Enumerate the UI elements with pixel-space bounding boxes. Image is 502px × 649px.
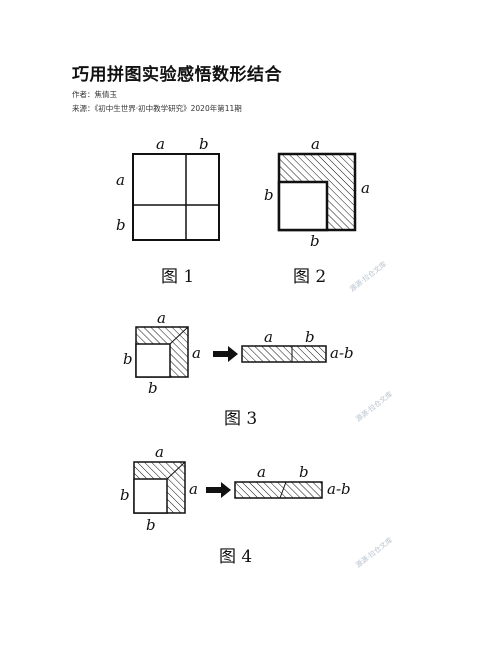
fig4-label-a-top: a <box>155 443 164 461</box>
fig1-caption: 图 1 <box>161 267 194 287</box>
watermark-2: 源源·拉仓文库 <box>354 389 394 423</box>
fig3-arrow-icon <box>213 346 238 362</box>
fig1-label-b-top: b <box>199 135 209 153</box>
figure-2: a a b b 图 2 <box>264 135 370 287</box>
fig4-long-rectangle <box>234 481 323 499</box>
fig4-rect-label-b: b <box>299 463 309 481</box>
fig3-rect-label-a: a <box>264 328 273 346</box>
fig2-label-b-bottom: b <box>310 232 320 250</box>
fig3-caption: 图 3 <box>224 409 257 429</box>
fig3-corner-cut <box>169 326 189 345</box>
watermark-3: 源源·拉仓文库 <box>354 535 394 569</box>
figure-1: a b a b 图 1 <box>116 135 220 287</box>
watermark-1: 源源·拉仓文库 <box>348 259 388 293</box>
fig4-label-a-right: a <box>189 480 198 498</box>
fig3-label-a-top: a <box>157 309 166 327</box>
fig2-label-a-top: a <box>311 135 320 153</box>
fig1-label-b-left: b <box>116 216 126 234</box>
fig4-rect-label-a: a <box>257 463 266 481</box>
fig4-arrow-icon <box>206 482 231 498</box>
fig4-caption: 图 4 <box>219 547 252 567</box>
article-author: 作者：焦倩玉 <box>72 90 117 99</box>
fig4-corner-cut <box>166 461 186 480</box>
fig3-rect-label-b: b <box>305 328 315 346</box>
fig4-rect-slant-divider <box>279 481 287 499</box>
figure-3: a a b b a b a-b 图 3 <box>123 309 354 429</box>
fig1-label-a-top: a <box>156 135 165 153</box>
fig4-rect-label-diff: a-b <box>327 480 351 498</box>
fig3-label-b-left: b <box>123 350 133 368</box>
fig3-rect-label-diff: a-b <box>330 344 354 362</box>
figure-4: a a b b a b a-b 图 4 <box>120 443 351 567</box>
fig2-caption: 图 2 <box>293 267 326 287</box>
fig4-label-b-left: b <box>120 486 130 504</box>
fig4-inner-square <box>133 478 168 514</box>
fig1-label-a-left: a <box>116 171 125 189</box>
fig3-inner-square <box>135 343 171 378</box>
fig2-label-a-right: a <box>361 179 370 197</box>
fig2-inner-square <box>277 180 329 232</box>
fig3-label-b-bottom: b <box>148 379 158 397</box>
article-source: 来源：《初中生世界·初中教学研究》2020年第11期 <box>72 104 242 113</box>
fig3-label-a-right: a <box>192 344 201 362</box>
fig1-outer-square <box>132 153 220 241</box>
fig3-long-rectangle <box>241 345 327 363</box>
fig4-label-b-bottom: b <box>146 516 156 534</box>
fig2-label-b-left: b <box>264 186 274 204</box>
article-title: 巧用拼图实验感悟数形结合 <box>72 65 282 85</box>
